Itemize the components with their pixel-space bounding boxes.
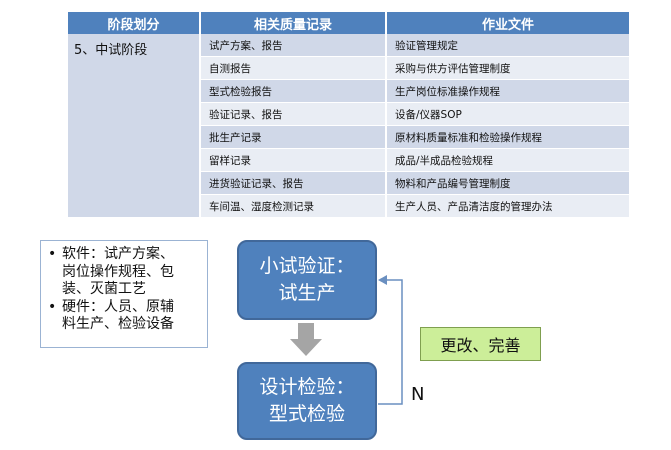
- bullet-software: • 软件：试产方案、 岗位操作规程、包 装、灭菌工艺: [47, 246, 201, 299]
- bullet-line: 岗位操作规程、包: [62, 263, 174, 280]
- feedback-arrow-icon: [378, 275, 403, 405]
- down-arrow-icon: [290, 323, 322, 356]
- bullet-line: 软件：试产方案、: [62, 246, 174, 262]
- no-label: N: [411, 384, 425, 405]
- header-stage: 阶段划分: [68, 12, 201, 34]
- bullet-line: 装、灭菌工艺: [62, 281, 146, 297]
- bullet-dot: •: [48, 298, 57, 315]
- improve-label-box: 更改、完善: [420, 327, 541, 361]
- table-row: 型式检验报告 生产岗位标准操作规程: [68, 79, 631, 103]
- document-cell: 采购与供方评估管理制度: [386, 56, 631, 80]
- table-row: 自测报告 采购与供方评估管理制度: [68, 56, 631, 80]
- table-header-row: 阶段划分 相关质量记录 作业文件: [68, 12, 631, 34]
- document-cell: 生产人员、产品清洁度的管理办法: [386, 194, 631, 218]
- box-line: 设计检验：: [259, 376, 355, 398]
- record-cell: 留样记录: [200, 148, 387, 172]
- document-cell: 成品/半成品检验规程: [386, 148, 631, 172]
- table-row: 进货验证记录、报告 物料和产品编号管理制度: [68, 171, 631, 195]
- record-cell: 批生产记录: [200, 125, 387, 149]
- box-line: 型式检验: [268, 403, 345, 425]
- box-line: 小试验证：: [259, 255, 355, 277]
- box-line: 试生产: [278, 282, 336, 304]
- table-row: 车间温、湿度检测记录 生产人员、产品清洁度的管理办法: [68, 194, 631, 218]
- bullet-line: 硬件：人员、原辅: [62, 298, 174, 315]
- table-row: 批生产记录 原材料质量标准和检验操作规程: [68, 125, 631, 149]
- document-cell: 物料和产品编号管理制度: [386, 171, 631, 195]
- design-inspection-box: 设计检验： 型式检验: [237, 362, 377, 440]
- header-documents: 作业文件: [386, 12, 631, 34]
- document-cell: 验证管理规定: [386, 34, 631, 57]
- resources-note-box: • 软件：试产方案、 岗位操作规程、包 装、灭菌工艺 • 硬件：人员、原辅 料生…: [40, 240, 208, 348]
- record-cell: 进货验证记录、报告: [200, 171, 387, 195]
- pilot-verification-box: 小试验证： 试生产: [237, 240, 377, 320]
- table-row: 5、中试阶段 试产方案、报告 验证管理规定: [68, 34, 631, 218]
- record-cell: 试产方案、报告: [200, 34, 387, 57]
- record-cell: 车间温、湿度检测记录: [200, 194, 387, 218]
- record-cell: 型式检验报告: [200, 79, 387, 103]
- document-cell: 生产岗位标准操作规程: [386, 79, 631, 103]
- table-row: 验证记录、报告 设备/仪器SOP: [68, 102, 631, 126]
- bullet-dot: •: [48, 246, 57, 262]
- quality-records-table: 阶段划分 相关质量记录 作业文件 5、中试阶段 试产方案、报告 验证管理规定 自…: [68, 12, 631, 218]
- record-cell: 自测报告: [200, 56, 387, 80]
- bullet-line: 料生产、检验设备: [62, 316, 174, 332]
- stage-cell: 5、中试阶段: [68, 34, 201, 218]
- table-row: 留样记录 成品/半成品检验规程: [68, 148, 631, 172]
- record-cell: 验证记录、报告: [200, 102, 387, 126]
- bullet-hardware: • 硬件：人员、原辅 料生产、检验设备: [47, 299, 201, 334]
- document-cell: 原材料质量标准和检验操作规程: [386, 125, 631, 149]
- header-records: 相关质量记录: [200, 12, 387, 34]
- document-cell: 设备/仪器SOP: [386, 102, 631, 126]
